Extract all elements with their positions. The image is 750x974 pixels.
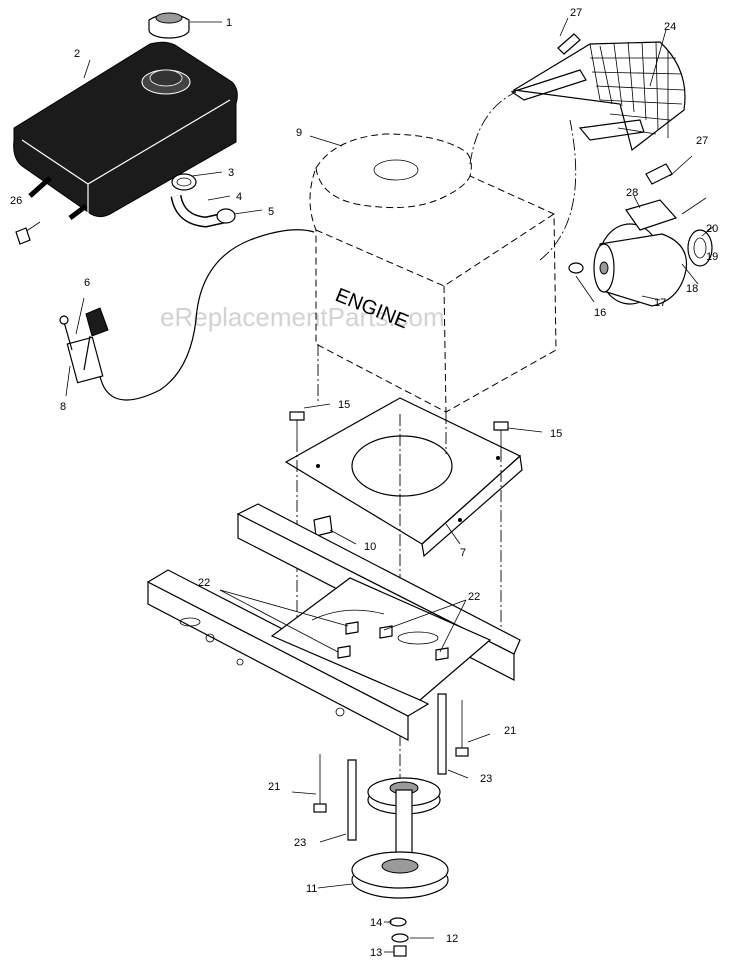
callout-19: 19: [706, 251, 718, 263]
callout-10: 10: [364, 541, 376, 553]
muffler-bracket: [625, 199, 678, 231]
guard-screw-top: [557, 33, 581, 55]
callout-2: 2: [74, 48, 80, 60]
fuel-tank: [13, 41, 238, 220]
frame-bolt-right: [455, 700, 469, 757]
callout-3: 3: [228, 167, 234, 179]
mount-nut: [313, 515, 333, 537]
callout-27-side: 27: [696, 135, 708, 147]
callout-1: 1: [226, 17, 232, 29]
callout-17: 17: [654, 297, 666, 309]
spacer-left: [347, 759, 357, 841]
spacer-right: [437, 693, 447, 775]
callout-7: 7: [460, 547, 466, 559]
callout-12: 12: [446, 933, 458, 945]
frame-bolt-left: [313, 754, 327, 813]
callout-16: 16: [594, 307, 606, 319]
frame-nut-4: [435, 647, 449, 661]
mount-bolt-left: [289, 411, 305, 440]
frame-nut-3: [337, 645, 351, 659]
callout-27-top: 27: [570, 7, 582, 19]
callout-20: 20: [706, 223, 718, 235]
hose-clamp-upper: [171, 173, 197, 191]
engine-outline: ENGINE: [309, 133, 557, 413]
fuel-cap: [148, 12, 190, 39]
callout-5: 5: [268, 206, 274, 218]
muffler-lock-washer: [568, 262, 584, 274]
callout-21-right: 21: [504, 725, 516, 737]
pulley-lock-washer: [391, 933, 409, 943]
frame-nut-1: [345, 621, 359, 635]
muffler-gasket: [687, 229, 713, 267]
throttle-control: [59, 307, 109, 384]
pulley-washer: [389, 917, 407, 927]
hose-clamp-lower: [216, 208, 236, 224]
callout-9: 9: [296, 127, 302, 139]
engine-mount-plate: [284, 397, 523, 558]
callout-15-right: 15: [550, 428, 562, 440]
pulley-bolt: [393, 945, 407, 957]
callout-21-left: 21: [268, 781, 280, 793]
frame-nut-2: [379, 625, 393, 639]
watermark: eReplacementParts.com: [160, 302, 445, 332]
guard-screw-side: [645, 163, 673, 185]
muffler-bolt-lower: [701, 225, 715, 237]
callout-22-left: 22: [198, 577, 210, 589]
callout-23-left: 23: [294, 837, 306, 849]
callout-6: 6: [84, 277, 90, 289]
callout-18: 18: [686, 283, 698, 295]
callout-23-right: 23: [480, 773, 492, 785]
lower-pulley: [351, 851, 449, 899]
callout-11: 11: [306, 883, 317, 895]
callout-15-left: 15: [338, 399, 350, 411]
throttle-cable: [97, 229, 315, 401]
muffler-bolt-upper: [681, 197, 707, 215]
callout-28: 28: [626, 187, 638, 199]
callout-24: 24: [664, 21, 676, 33]
fuel-hose: [170, 194, 226, 228]
heat-shield-guard: [510, 41, 686, 152]
callout-13: 13: [370, 947, 382, 959]
muffler: [593, 223, 688, 307]
callout-22-right: 22: [468, 591, 480, 603]
callout-14: 14: [370, 917, 382, 929]
callout-8: 8: [60, 401, 66, 413]
callout-4: 4: [236, 191, 242, 203]
callout-26: 26: [10, 195, 22, 207]
mount-bolt-right: [493, 421, 509, 450]
screw: [15, 221, 41, 245]
leader-lines: [65, 17, 699, 953]
